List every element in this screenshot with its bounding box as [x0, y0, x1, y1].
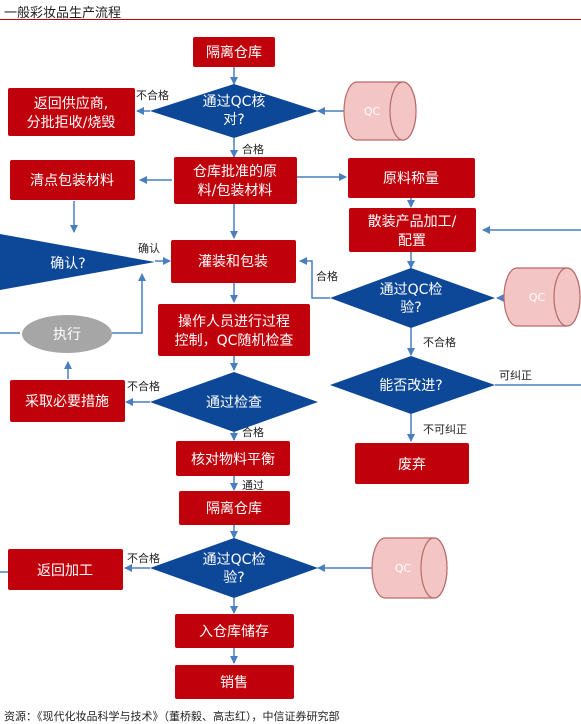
qc-check3-diamond [150, 538, 318, 598]
qc-check1-line2: 对? [223, 112, 244, 128]
weigh-box [348, 158, 475, 198]
decision-diamonds: 通过QC核 对? 确认? 通过QC检 验? 能否改进? 通过检查 通过QC检 验… [0, 84, 495, 598]
edge-qc2-pass-to-fill [299, 257, 330, 299]
process-control-box [158, 304, 310, 356]
approved-materials-box [174, 157, 297, 204]
verify-balance-label: 核对物料平衡 [191, 452, 275, 468]
take-measures-box [10, 380, 125, 422]
can-improve-label: 能否改进? [379, 378, 442, 394]
process-control-line1: 操作人员进行过程 [178, 314, 290, 330]
qc-drum-3: QC [371, 537, 448, 599]
qc-check1-diamond [150, 84, 318, 138]
edge-label-qc2-fail: 不合格 [423, 335, 456, 349]
discard-label: 废弃 [398, 457, 426, 473]
connectors [0, 67, 581, 664]
process-control-line2: 控制，QC随机检查 [175, 333, 294, 349]
bulk-process-line1: 散装产品加工/ [368, 214, 457, 230]
qc-drum-3-label: QC [395, 562, 412, 575]
return-supplier-line1: 返回供应商, [34, 95, 108, 112]
page-title: 一般彩妆品生产流程 [4, 6, 122, 21]
edge-label-qc3-fail: 不合格 [127, 551, 160, 565]
fill-pack-label: 灌装和包装 [198, 254, 268, 270]
fill-pack-box [171, 240, 296, 283]
qc-drum-2-label: QC [529, 291, 546, 304]
edge-label-qc2-pass: 合格 [316, 269, 338, 283]
store-label: 入仓库储存 [199, 624, 269, 640]
edge-execute-to-fill [112, 273, 146, 334]
title-divider [0, 19, 581, 20]
qc-check3-line2: 验? [223, 570, 244, 586]
edge-label-not-correctable: 不可纠正 [423, 423, 467, 436]
qc-check2-line1: 通过QC检 [380, 282, 443, 298]
execute-oval [22, 315, 112, 353]
edge-label-qc1-fail: 不合格 [136, 88, 169, 102]
quarantine-mid-label: 隔离仓库 [206, 500, 262, 517]
qc-drum-1-label: QC [364, 105, 381, 118]
qc-check2-line2: 验? [400, 300, 421, 316]
edge-label-qc1-pass: 合格 [242, 142, 264, 156]
approved-materials-line2: 料/包装材料 [198, 183, 273, 199]
count-packaging-label: 清点包装材料 [30, 173, 114, 189]
edge-label-confirmed: 确认 [138, 242, 160, 255]
confirm-diamond [0, 234, 155, 290]
count-packaging-box [10, 160, 135, 200]
qc-drum-1: QC [343, 81, 417, 141]
bulk-process-line2: 配置 [398, 233, 426, 249]
return-process-box [8, 549, 123, 590]
pass-inspection-diamond [150, 372, 318, 432]
qc-drum-2: QC [503, 267, 581, 327]
edge-label-inspect-fail: 不合格 [127, 379, 160, 393]
edge-label-passed: 通过 [242, 479, 264, 492]
can-improve-diamond [330, 356, 495, 414]
edge-label-inspect-pass: 合格 [242, 425, 264, 439]
quarantine-top-label: 隔离仓库 [206, 44, 262, 61]
weigh-label: 原料称量 [383, 171, 439, 187]
qc-check1-line1: 通过QC核 [203, 94, 266, 110]
verify-balance-box [176, 441, 290, 476]
store-box [175, 614, 294, 648]
sales-box [175, 665, 294, 699]
confirm-label: 确认? [50, 256, 85, 272]
take-measures-label: 采取必要措施 [25, 394, 109, 410]
return-supplier-box [8, 88, 135, 136]
discard-box [355, 443, 469, 484]
edge-label-correctable: 可纠正 [499, 369, 532, 382]
execute-label: 执行 [53, 327, 81, 343]
quarantine-mid-box [179, 491, 290, 525]
qc-check2-diamond [330, 268, 495, 328]
process-boxes: 隔离仓库 返回供应商, 分批拒收/烧毁 仓库批准的原 料/包装材料 清点包装材料… [8, 37, 476, 699]
approved-materials-line1: 仓库批准的原 [193, 164, 277, 180]
qc-check3-line1: 通过QC检 [203, 552, 266, 568]
pass-inspection-label: 通过检查 [206, 395, 262, 411]
return-process-label: 返回加工 [37, 563, 93, 579]
quarantine-top-box [193, 37, 275, 67]
bulk-process-box [349, 208, 476, 252]
sales-label: 销售 [220, 675, 248, 691]
edge-labels: 不合格 合格 确认 合格 不合格 可纠正 不合格 不可纠正 合格 通过 不合格 [127, 88, 532, 565]
source-note: 资源：《现代化妆品科学与技术》（董桥毅、高志红），中信证券研究部 [4, 710, 340, 723]
return-supplier-line2: 分批拒收/烧毁 [27, 115, 116, 131]
